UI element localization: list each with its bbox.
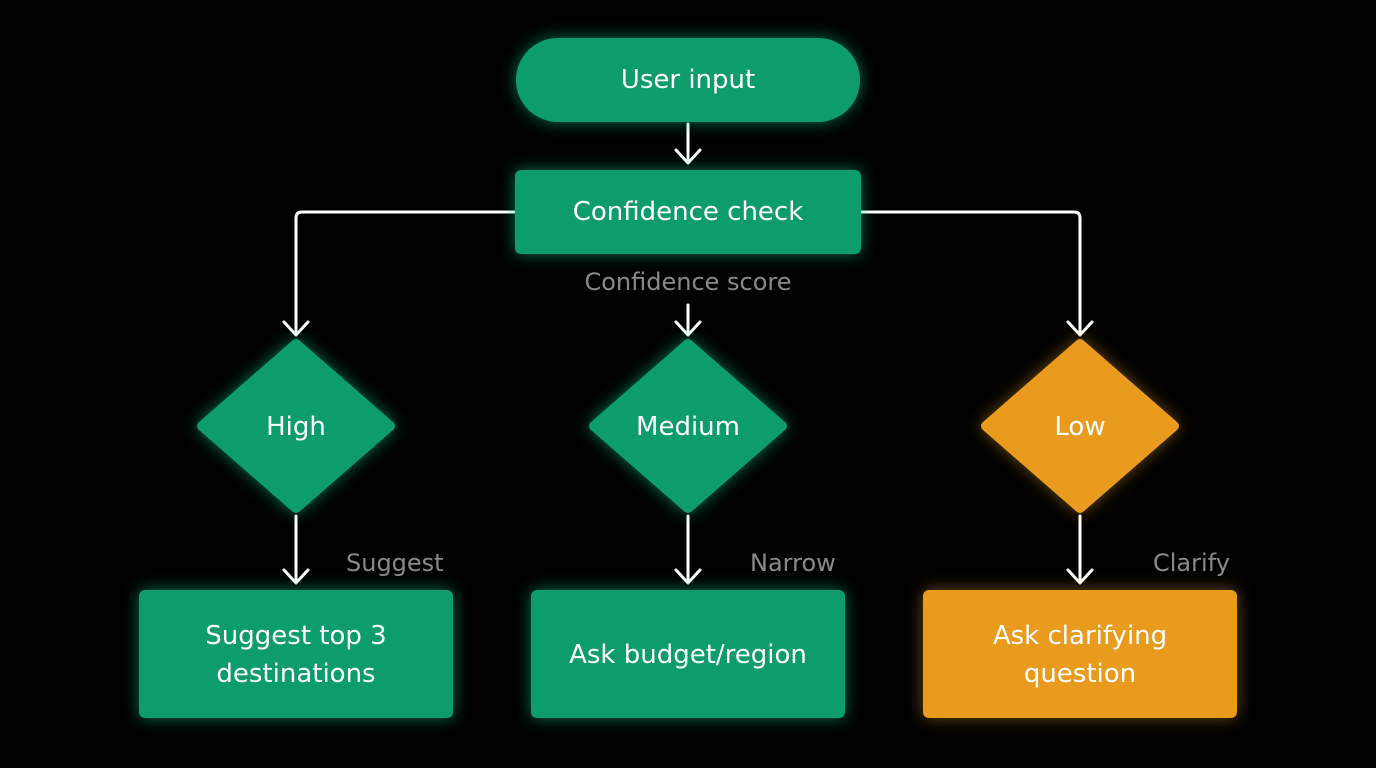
action-ask-budget-label: Ask budget/region — [569, 640, 807, 670]
action-suggest-line2: destinations — [216, 659, 375, 689]
decision-high-label: High — [266, 412, 326, 442]
decision-high: High — [197, 339, 395, 513]
edge-label-narrow: Narrow — [750, 549, 836, 577]
edge-check-to-medium-head — [674, 320, 702, 337]
decision-medium-label: Medium — [636, 412, 740, 442]
action-ask-budget-region: Ask budget/region — [531, 590, 845, 718]
edge-label-confidence-score: Confidence score — [584, 268, 791, 296]
edge-check-to-low-head — [1066, 320, 1094, 337]
action-clarify-line1: Ask clarifying — [993, 621, 1167, 651]
action-clarify-line2: question — [1024, 659, 1136, 689]
edge-label-suggest: Suggest — [346, 549, 444, 577]
action-suggest-line1: Suggest top 3 — [205, 621, 386, 651]
action-suggest-destinations: Suggest top 3 destinations — [139, 590, 453, 718]
edge-medium-to-ask-budget-head — [674, 568, 702, 585]
edge-start-to-check-head — [674, 148, 702, 165]
node-user-input: User input — [516, 38, 860, 122]
action-ask-clarifying-question: Ask clarifying question — [923, 590, 1237, 718]
decision-medium: Medium — [589, 339, 787, 513]
edge-label-clarify: Clarify — [1153, 549, 1230, 577]
edge-check-to-high — [294, 210, 517, 334]
edge-check-to-low — [859, 210, 1082, 334]
decision-low: Low — [981, 339, 1179, 513]
edge-check-to-high-head — [282, 320, 310, 337]
decision-low-label: Low — [1054, 412, 1105, 442]
node-confidence-check: Confidence check — [515, 170, 861, 254]
node-user-input-label: User input — [621, 65, 755, 95]
node-confidence-check-label: Confidence check — [573, 197, 804, 227]
edge-low-to-clarify-head — [1066, 568, 1094, 585]
edge-high-to-suggest-head — [282, 568, 310, 585]
edges — [282, 122, 1094, 585]
